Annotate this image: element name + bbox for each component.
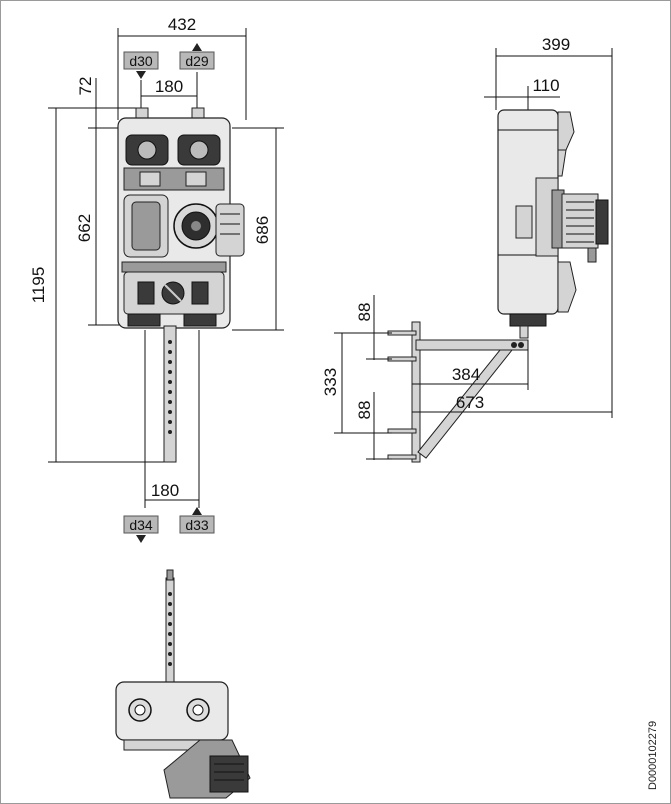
dim-inner-height: 662 <box>75 214 94 242</box>
dim-top-spacing: 180 <box>155 77 183 96</box>
pump-motor <box>215 203 245 257</box>
tag-d33-box <box>179 515 215 534</box>
tag-d34-box <box>123 515 159 534</box>
arrow-down-icon <box>136 71 146 79</box>
valve-dial-left <box>137 140 157 160</box>
arrow-up-icon <box>192 43 202 51</box>
dim-total-height: 1195 <box>29 267 48 304</box>
bottom-view <box>115 569 251 799</box>
tag-d29-box <box>179 51 215 70</box>
tag-d34: d34 <box>129 517 153 533</box>
rail-holes <box>168 340 172 434</box>
dim-bottom-spacing: 180 <box>151 481 179 500</box>
dim-side-offset: 110 <box>532 76 559 95</box>
tag-d30-box <box>123 51 159 70</box>
dim-bracket-hole-lower: 88 <box>355 401 374 420</box>
mid-block <box>123 167 225 191</box>
dim-side-depth: 399 <box>542 35 570 54</box>
dim-bracket-hole-upper: 88 <box>355 303 374 322</box>
front-view: 432 d30 d29 180 72 1195 662 686 <box>29 15 284 543</box>
valve-dial-right <box>189 140 209 160</box>
dim-bracket-height: 333 <box>321 368 340 396</box>
dim-top-offset: 72 <box>76 77 95 96</box>
dim-body-height: 686 <box>253 216 272 244</box>
tag-d29: d29 <box>185 53 209 69</box>
dim-total-depth: 673 <box>456 393 484 412</box>
wall-bracket <box>387 321 529 463</box>
dim-front-width: 432 <box>168 15 196 34</box>
tag-d30: d30 <box>129 53 153 69</box>
arrow-up-icon <box>192 507 202 515</box>
dim-bracket-reach: 384 <box>452 365 480 384</box>
side-view: 399 110 <box>321 35 613 463</box>
tag-d33: d33 <box>185 517 209 533</box>
arrow-down-icon <box>136 535 146 543</box>
drawing-code: D0000102279 <box>647 721 659 790</box>
